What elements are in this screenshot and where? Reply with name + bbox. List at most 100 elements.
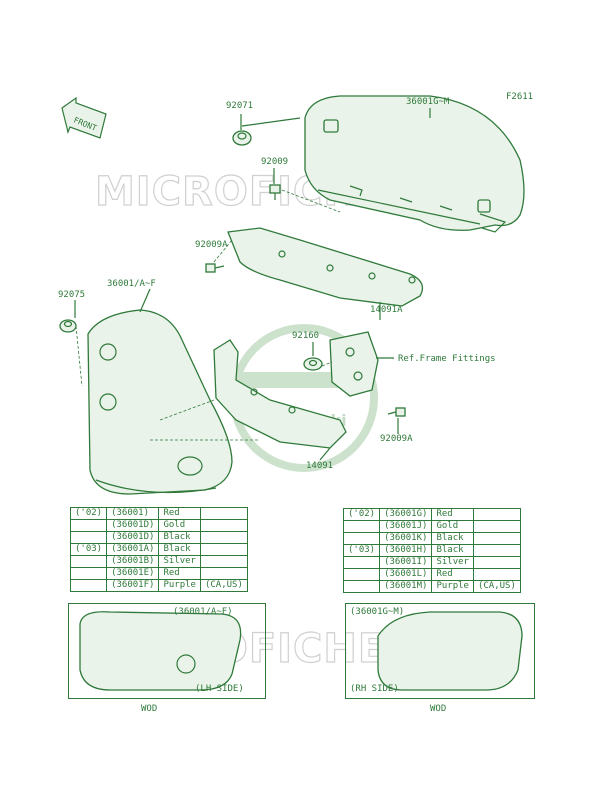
color-table-year-cell: ('03) — [342, 544, 381, 557]
color-table-note-cell — [199, 543, 248, 556]
color-table-color-cell: Black — [431, 544, 474, 557]
callout-92009a-top: 92009A — [195, 240, 228, 250]
callout-92009a-bottom: 92009A — [380, 434, 413, 444]
bolt-92009a-bottom-part — [387, 407, 406, 417]
color-table-color-cell: Silver — [158, 555, 201, 568]
color-table-year-cell: ('03) — [69, 543, 108, 556]
color-table-row: ('02)(36001G)Red — [342, 508, 521, 521]
color-table-year-cell — [69, 531, 108, 544]
color-table-note-cell — [472, 544, 521, 557]
color-table-year-cell — [69, 519, 108, 532]
color-table-part-cell: (36001L) — [379, 568, 433, 581]
color-table-year-cell — [342, 580, 381, 593]
color-table-part-cell: (36001) — [106, 507, 160, 520]
color-table-year-cell: ('02) — [69, 507, 108, 520]
color-table-part-cell: (36001M) — [379, 580, 433, 593]
color-table-color-cell: Black — [431, 532, 474, 545]
callout-ref-frame-fittings: Ref.Frame Fittings — [398, 354, 496, 364]
callout-36001-a-f: 36001/A~F — [107, 279, 156, 289]
color-table-part-cell: (36001E) — [106, 567, 160, 580]
color-table-year-cell — [342, 520, 381, 533]
color-table-year-cell — [342, 568, 381, 581]
rh-side-cover-part — [304, 95, 525, 233]
color-table-row: (36001F)Purple(CA,US) — [69, 579, 248, 592]
color-table-note-cell — [199, 519, 248, 532]
color-table-note-cell: (CA,US) — [199, 579, 248, 592]
bracket-14091-part — [213, 339, 347, 449]
rh-side-mini-cover — [377, 611, 523, 691]
color-table-note-cell — [472, 556, 521, 569]
color-table-year-cell — [69, 579, 108, 592]
color-table-part-cell: (36001B) — [106, 555, 160, 568]
color-table-row: (36001I)Silver — [342, 556, 521, 569]
lh-box-caption: WOD — [141, 704, 158, 714]
color-table-part-cell: (36001D) — [106, 531, 160, 544]
color-table-year-cell — [69, 567, 108, 580]
rh-side-detail-box: (36001G~M) (RH SIDE) — [345, 603, 535, 699]
lh-color-table: ('02)(36001)Red(36001D)Gold(36001D)Black… — [69, 507, 248, 592]
color-table-row: (36001L)Red — [342, 568, 521, 581]
callout-92009: 92009 — [261, 157, 288, 167]
rh-box-code: (36001G~M) — [350, 607, 405, 617]
callout-92071: 92071 — [226, 101, 253, 111]
callout-14091: 14091 — [306, 461, 333, 471]
color-table-row: (36001E)Red — [69, 567, 248, 580]
color-table-color-cell: Red — [158, 507, 201, 520]
color-table-note-cell — [472, 532, 521, 545]
callout-14091a: 14091A — [370, 305, 403, 315]
color-table-note-cell — [199, 507, 248, 520]
color-table-note-cell — [472, 520, 521, 533]
color-table-part-cell: (36001H) — [379, 544, 433, 557]
color-table-row: ('03)(36001A)Black — [69, 543, 248, 556]
lh-box-side: (LH SIDE) — [195, 684, 244, 694]
color-table-row: (36001D)Gold — [69, 519, 248, 532]
color-table-row: (36001B)Silver — [69, 555, 248, 568]
rh-box-side: (RH SIDE) — [350, 684, 399, 694]
color-table-part-cell: (36001I) — [379, 556, 433, 569]
color-table-color-cell: Purple — [431, 580, 474, 593]
color-table-year-cell — [69, 555, 108, 568]
color-table-note-cell — [199, 555, 248, 568]
callout-36001g-m: 36001G~M — [406, 97, 450, 107]
bracket-14091a-part — [227, 227, 424, 307]
color-table-color-cell: Purple — [158, 579, 201, 592]
color-table-part-cell: (36001A) — [106, 543, 160, 556]
color-table-year-cell — [342, 556, 381, 569]
color-table-color-cell: Gold — [431, 520, 474, 533]
lh-side-cover-part — [87, 309, 233, 495]
color-table-color-cell: Black — [158, 531, 201, 544]
color-table-color-cell: Silver — [431, 556, 474, 569]
leader-lines — [74, 108, 431, 461]
color-table-row: (36001K)Black — [342, 532, 521, 545]
lh-side-detail-box: (36001/A~F) (LH SIDE) — [68, 603, 266, 699]
grommet-92071-part — [232, 130, 252, 146]
color-table-note-cell: (CA,US) — [472, 580, 521, 593]
color-table-part-cell: (36001K) — [379, 532, 433, 545]
color-table-part-cell: (36001J) — [379, 520, 433, 533]
rh-box-caption: WOD — [430, 704, 447, 714]
frame-fitting-plate-part — [329, 331, 379, 397]
color-table-note-cell — [199, 531, 248, 544]
color-table-color-cell: Red — [431, 508, 474, 521]
color-table-note-cell — [199, 567, 248, 580]
color-table-color-cell: Black — [158, 543, 201, 556]
color-table-year-cell: ('02) — [342, 508, 381, 521]
washer-92160-part — [303, 357, 323, 371]
color-table-year-cell — [342, 532, 381, 545]
page-code: F2611 — [506, 92, 533, 102]
color-table-note-cell — [472, 508, 521, 521]
color-table-part-cell: (36001G) — [379, 508, 433, 521]
bolt-92009-part — [269, 184, 281, 200]
bolt-92009a-top-part — [205, 263, 225, 273]
callout-92160: 92160 — [292, 331, 319, 341]
color-table-row: (36001D)Black — [69, 531, 248, 544]
callout-92075: 92075 — [58, 290, 85, 300]
color-table-row: ('02)(36001)Red — [69, 507, 248, 520]
lh-box-code: (36001/A~F) — [173, 607, 233, 617]
color-table-part-cell: (36001D) — [106, 519, 160, 532]
color-table-color-cell: Gold — [158, 519, 201, 532]
color-table-row: (36001J)Gold — [342, 520, 521, 533]
color-table-row: (36001M)Purple(CA,US) — [342, 580, 521, 593]
grommet-92075-part — [59, 319, 77, 333]
